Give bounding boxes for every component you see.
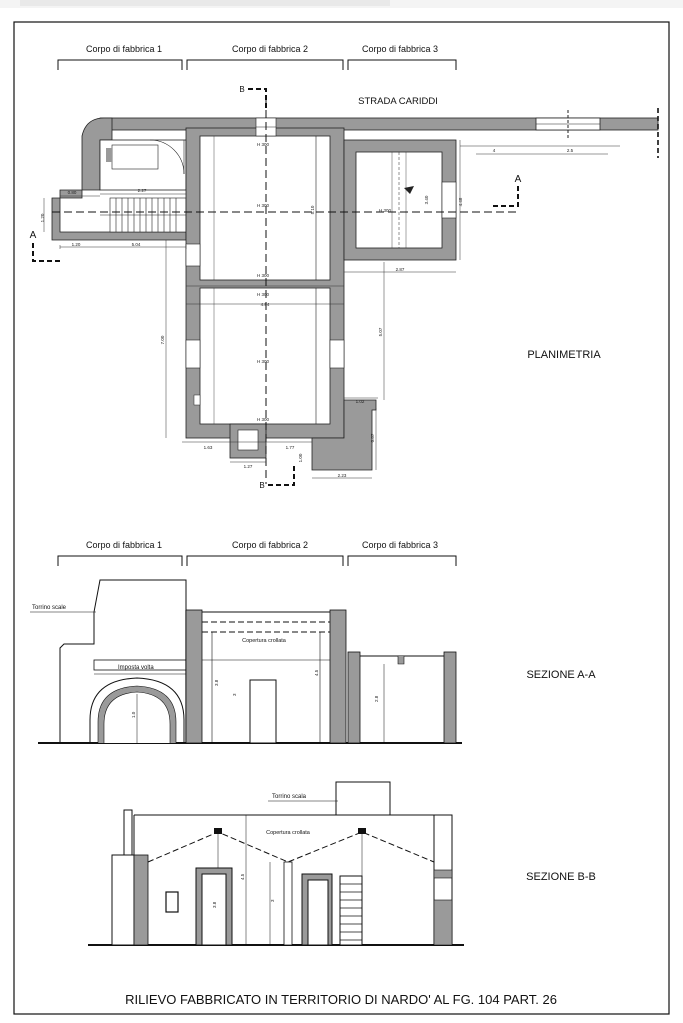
plan-dim: 1.27 (244, 464, 253, 469)
room-height-label: H 300 (257, 292, 270, 297)
section-aa-body-labels: Corpo di fabbrica 1 Corpo di fabbrica 2 … (57, 540, 457, 566)
section-marker-b-bottom: B (259, 466, 295, 490)
room-height-label: H 300 (379, 208, 392, 213)
section-aa-title: SEZIONE A-A (526, 669, 596, 681)
section-dim: 2.8 (374, 695, 379, 702)
vault-label: Imposta volta (118, 665, 154, 671)
plan-dim: 1.77 (286, 445, 295, 450)
plan-dim: 4.48 (458, 197, 463, 206)
plan-body-2-label: Corpo di fabbrica 2 (232, 44, 308, 54)
floor-plan (43, 98, 659, 484)
plan-dim: 5.10 (310, 205, 315, 214)
section-aa-body-2-label: Corpo di fabbrica 2 (232, 540, 308, 550)
plan-dim: 1.63 (204, 445, 213, 450)
plan-dim: 0.80 (68, 190, 77, 195)
section-aa-body-1-label: Corpo di fabbrica 1 (86, 540, 162, 550)
plan-dim: 1.00 (298, 453, 303, 462)
section-bb-title: SEZIONE B-B (526, 871, 596, 883)
section-marker-a-right: A (490, 174, 522, 207)
plan-dim: 3.40 (424, 195, 429, 204)
room-height-label: H 300 (257, 203, 270, 208)
section-aa-drawing (30, 579, 462, 744)
section-dim: 1.0 (131, 711, 136, 718)
plan-annotations: H 300 H 300 H 300 H 300 H 300 H 300 H 30… (40, 142, 574, 478)
plan-body-1-label: Corpo di fabbrica 1 (86, 44, 162, 54)
section-b-letter: B (259, 481, 264, 490)
plan-dim: 4.84 (261, 302, 270, 307)
roof-collapsed-label: Copertura crollata (242, 638, 287, 644)
roof-collapsed-label: Copertura crollata (266, 830, 311, 836)
section-aa-bracket-3 (347, 555, 457, 566)
plan-dim: 1.20 (40, 213, 45, 222)
plan-body-1-bracket (57, 59, 183, 70)
street-label: STRADA CARIDDI (358, 96, 438, 107)
room-height-label: H 300 (257, 142, 270, 147)
stair-tower-label: Torrino scale (32, 605, 67, 611)
plan-dim: 5.04 (132, 242, 141, 247)
section-aa-labels: Torrino scale Imposta volta Copertura cr… (32, 605, 379, 718)
section-dim: 3.8 (212, 901, 217, 908)
plan-dim: 1.20 (72, 242, 81, 247)
section-dim: 4.5 (240, 873, 245, 880)
plan-dim: 4 (493, 148, 496, 153)
plan-dim: 2.87 (396, 267, 405, 272)
section-aa-bracket-2 (186, 555, 344, 566)
section-dim: 3 (270, 899, 275, 902)
plan-dim: 0.87 (370, 433, 375, 442)
section-aa-bracket-1 (57, 555, 183, 566)
plan-dim: 2.5 (567, 148, 574, 153)
plan-dim: 2.23 (338, 473, 347, 478)
sheet-frame (13, 21, 670, 1015)
section-dim: 4.5 (314, 669, 319, 676)
plan-dim: 5.07 (378, 327, 383, 336)
room-height-label: H 300 (257, 359, 270, 364)
section-bb-drawing (88, 781, 464, 946)
drawing-footer-title: RILIEVO FABBRICATO IN TERRITORIO DI NARD… (125, 992, 557, 1007)
section-marker-b-top: B (239, 85, 267, 108)
plan-body-labels: Corpo di fabbrica 1 Corpo di fabbrica 2 … (57, 44, 457, 70)
stair-tower-label: Torrino scala (272, 794, 307, 800)
plan-title: PLANIMETRIA (527, 349, 601, 361)
plan-dim: 2.27 (138, 188, 147, 193)
plan-dim: 7.00 (160, 335, 165, 344)
section-b-letter: B (239, 85, 244, 94)
section-marker-a-left: A (30, 230, 60, 262)
section-bb-labels: Torrino scala Copertura crollata 3.8 4.5… (212, 794, 311, 908)
section-dim: 3.8 (214, 679, 219, 686)
plan-body-2-bracket (186, 59, 344, 70)
room-height-label: H 300 (257, 417, 270, 422)
plan-body-3-label: Corpo di fabbrica 3 (362, 44, 438, 54)
plan-dim: 1.02 (356, 399, 365, 404)
plan-body-3-bracket (347, 59, 457, 70)
section-dim: 3 (232, 693, 237, 696)
section-aa-body-3-label: Corpo di fabbrica 3 (362, 540, 438, 550)
section-a-letter: A (515, 174, 522, 185)
section-a-letter: A (30, 230, 37, 241)
room-height-label: H 300 (257, 273, 270, 278)
